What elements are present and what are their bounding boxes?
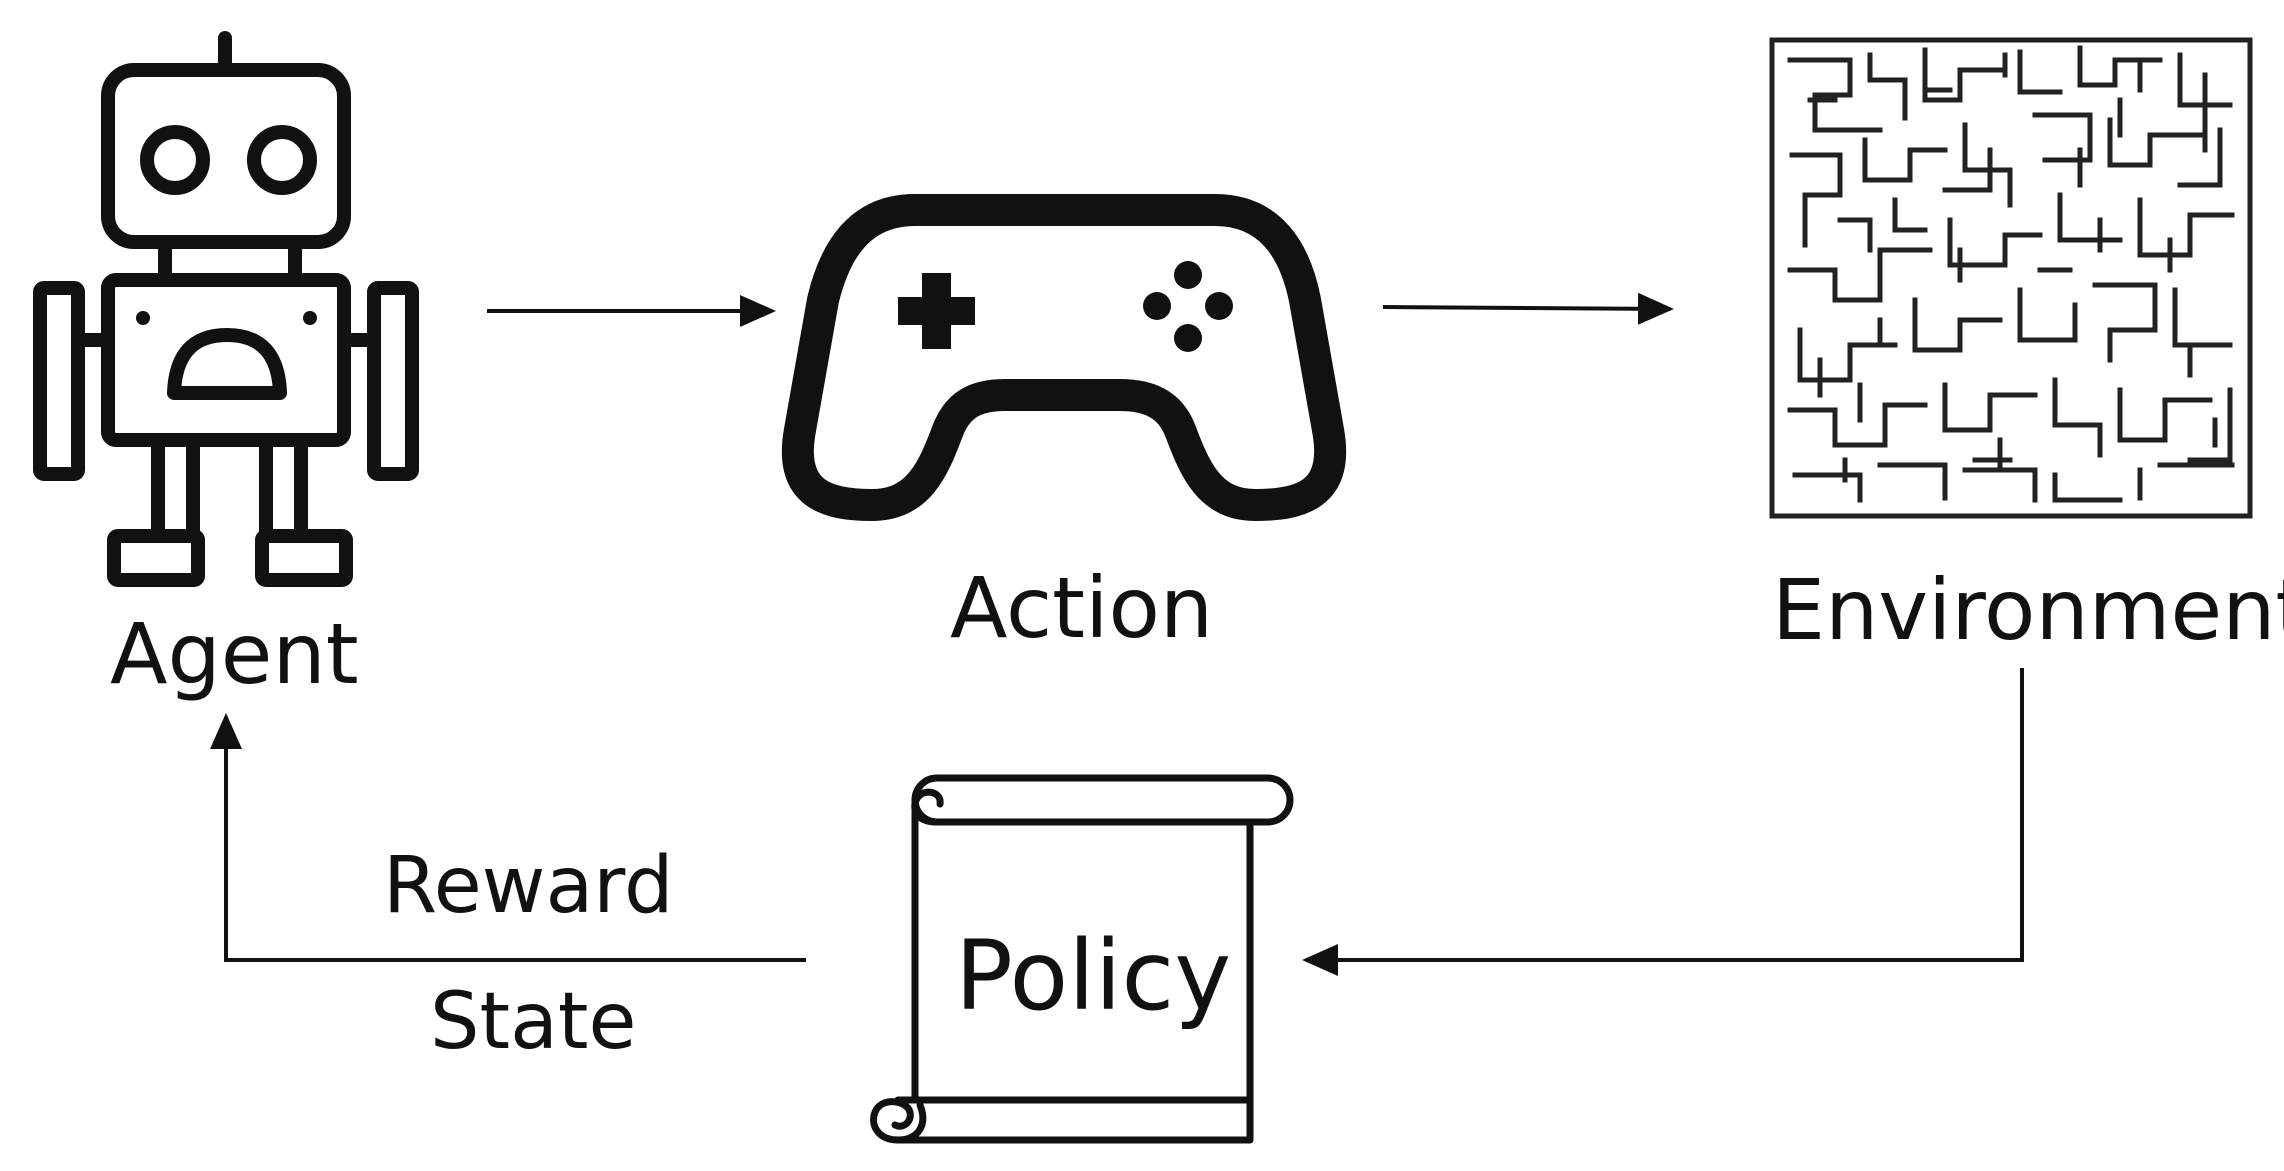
- policy-label: Policy: [955, 920, 1232, 1032]
- state-label: State: [430, 977, 637, 1067]
- agent-label: Agent: [110, 605, 359, 703]
- gamepad-icon: [781, 194, 1347, 521]
- arrow-policy-to-agent: [210, 713, 806, 962]
- reward-label: Reward: [383, 841, 674, 931]
- arrow-environment-to-policy: [1302, 668, 2024, 976]
- maze-icon: [1769, 37, 2253, 519]
- arrow-action-to-environment: [1382, 292, 1674, 325]
- robot-icon: [33, 31, 419, 587]
- environment-label: Environment: [1772, 561, 2284, 659]
- arrows: [210, 292, 2024, 976]
- scroll-icon: [870, 774, 1294, 1144]
- action-label: Action: [950, 559, 1214, 657]
